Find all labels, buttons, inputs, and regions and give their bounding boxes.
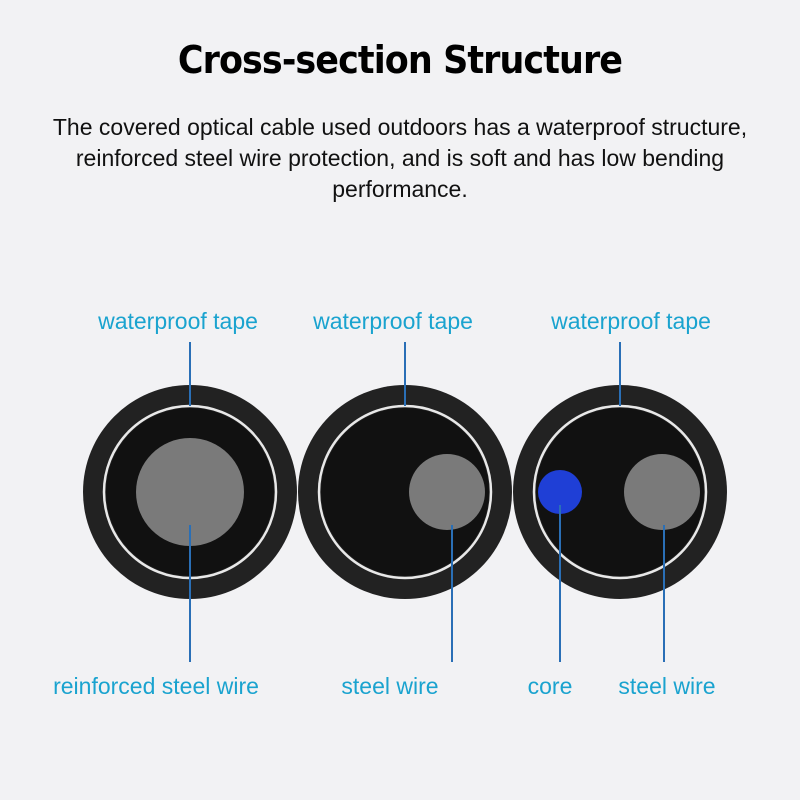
label-core: core: [527, 673, 573, 699]
label-waterproof-tape-3: waterproof tape: [551, 308, 711, 334]
cable-cross-section-1: [83, 385, 297, 599]
reinforced-steel-wire: [136, 438, 244, 546]
cable-cross-section-3: [513, 385, 727, 599]
label-reinforced-steel-wire: reinforced steel wire: [53, 673, 259, 699]
page-title: Cross-section Structure: [177, 38, 623, 82]
description-text: The covered optical cable used outdoors …: [52, 114, 748, 202]
inner-fill: [321, 408, 489, 576]
cable-cross-section-2: [298, 385, 512, 599]
optical-core: [538, 470, 582, 514]
label-steel-wire-1: steel wire: [341, 673, 439, 699]
label-waterproof-tape-2: waterproof tape: [313, 308, 473, 334]
steel-wire: [624, 454, 700, 530]
steel-wire: [409, 454, 485, 530]
label-steel-wire-2: steel wire: [618, 673, 716, 699]
inner-fill: [536, 408, 704, 576]
label-waterproof-tape-1: waterproof tape: [98, 308, 258, 334]
